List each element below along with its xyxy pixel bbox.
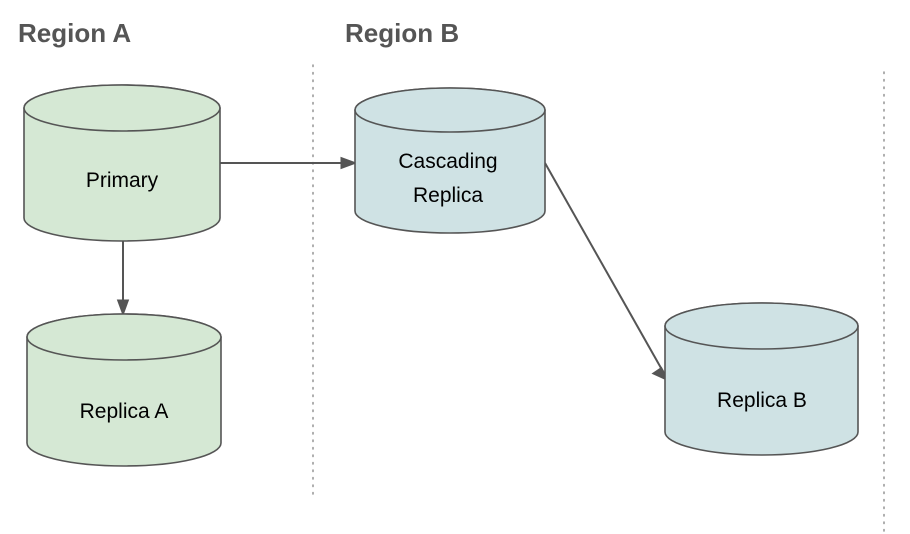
arrowhead-icon: [340, 156, 358, 170]
edge-cascading-to-replica-b[interactable]: [544, 162, 671, 383]
node-cascading-replica[interactable]: Cascading Replica: [354, 87, 546, 234]
cascading-replica-label-line-2: Replica: [413, 184, 483, 207]
cascading-replica-cylinder-top: [354, 87, 546, 133]
replica-a-label: Replica A: [80, 400, 169, 423]
cascading-replica-label-line-1: Cascading: [398, 150, 497, 173]
edge-line: [544, 162, 662, 369]
nodes: Primary Replica A Cascading Replica Repl…: [23, 84, 859, 467]
node-replica-a[interactable]: Replica A: [26, 313, 222, 467]
node-replica-b[interactable]: Replica B: [664, 302, 859, 456]
region-a-label: Region A: [18, 18, 131, 48]
region-labels: Region A Region B: [18, 18, 459, 48]
primary-cylinder-top: [23, 84, 221, 132]
edge-primary-to-replica-a[interactable]: [116, 241, 130, 317]
edges: [116, 156, 671, 383]
replica-b-label: Replica B: [717, 389, 807, 412]
region-dividers: [312, 64, 885, 534]
replica-b-cylinder-top: [664, 302, 859, 350]
arrowhead-icon: [116, 299, 130, 317]
region-b-label: Region B: [345, 18, 459, 48]
replica-a-cylinder-top: [26, 313, 222, 361]
node-primary[interactable]: Primary: [23, 84, 221, 242]
primary-label: Primary: [86, 169, 159, 192]
edge-primary-to-cascading[interactable]: [220, 156, 358, 170]
